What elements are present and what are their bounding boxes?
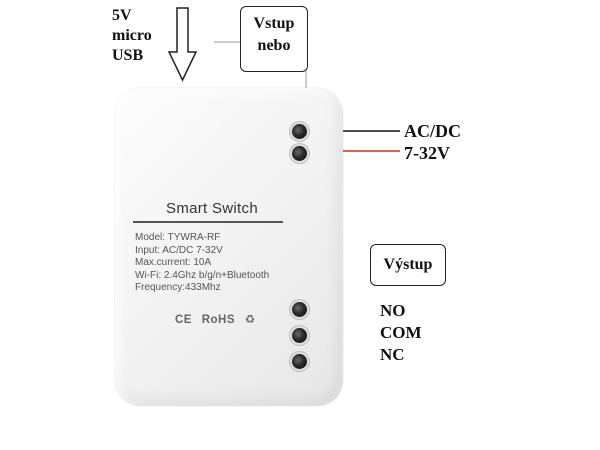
terminal-input-1 — [292, 124, 307, 139]
output-label-box: Výstup — [370, 244, 446, 286]
spec-line: Input: AC/DC 7-32V — [135, 244, 223, 256]
output-label-no: NO — [380, 301, 406, 320]
device-title-divider — [133, 221, 283, 223]
input-label-box: Vstup nebo — [240, 6, 308, 72]
spec-line: Model: TYWRA-RF — [135, 232, 221, 243]
smart-switch-device: Smart Switch Model: TYWRA-RF Input: AC/D… — [115, 88, 343, 406]
usb-label-line: micro — [112, 27, 152, 44]
output-label-nc: NC — [380, 345, 405, 364]
recycle-icon: ♻ — [244, 314, 256, 326]
input-voltage-line: 7-32V — [404, 143, 450, 163]
terminal-nc — [292, 354, 307, 369]
input-voltage-label: AC/DC 7-32V — [404, 120, 461, 164]
input-voltage-line: AC/DC — [404, 121, 461, 141]
usb-arrow-icon — [167, 7, 198, 82]
output-label-com: COM — [380, 323, 422, 342]
usb-label: 5V micro USB — [112, 6, 152, 66]
device-title: Smart Switch — [166, 200, 258, 217]
spec-line: Wi-Fi: 2.4Ghz b/g/n+Bluetooth — [135, 269, 270, 281]
input-label-line: Vstup — [253, 15, 295, 32]
rohs-mark: RoHS — [201, 314, 235, 326]
ce-mark: CE — [175, 314, 192, 326]
spec-line: Max.current: 10A — [135, 257, 212, 268]
input-label-line: nebo — [257, 37, 291, 54]
certification-marks: CE RoHS ♻ — [175, 312, 262, 326]
usb-label-line: 5V — [112, 7, 132, 24]
terminal-no — [292, 302, 307, 317]
device-specs: Model: TYWRA-RF Input: AC/DC 7-32V Max.c… — [135, 232, 269, 295]
usb-label-line: USB — [112, 47, 144, 64]
spec-line: Frequency:433Mhz — [135, 282, 221, 293]
terminal-com — [292, 328, 307, 343]
output-terminal-labels: NO COM NC — [380, 300, 422, 366]
terminal-input-2 — [292, 146, 307, 161]
